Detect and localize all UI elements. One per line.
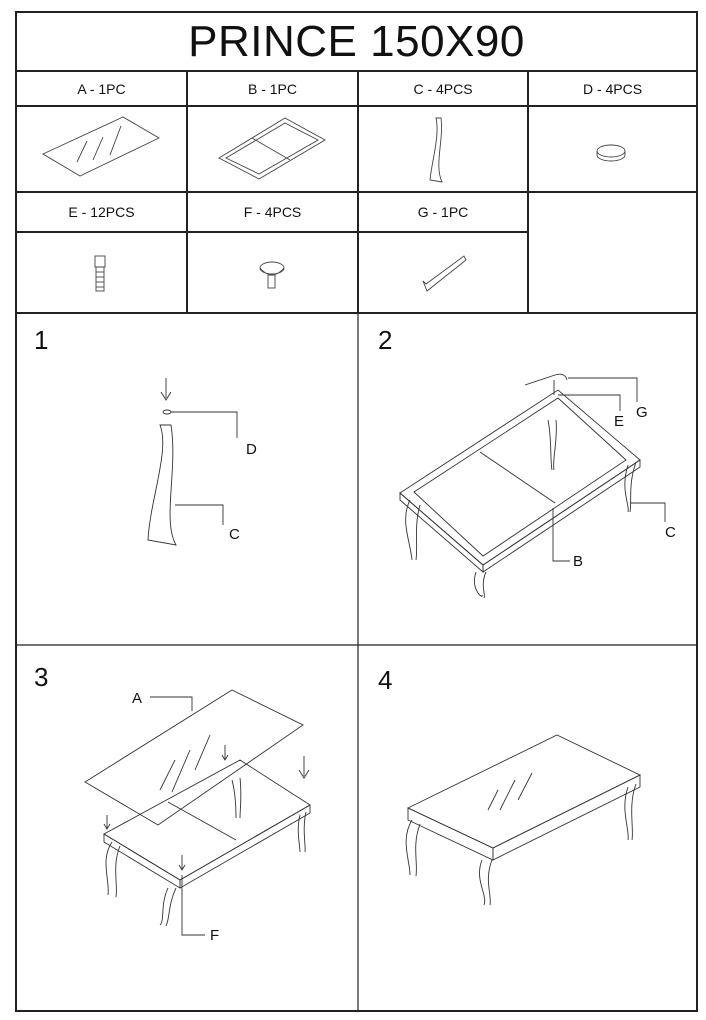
part-label-f: F - 4PCS: [243, 204, 302, 220]
step-number-2: 2: [378, 325, 393, 355]
step-1-illustration: [147, 378, 238, 546]
part-label-d: D - 4PCS: [582, 80, 643, 97]
part-label-e: E - 12PCS: [68, 204, 135, 220]
bolt-illustration: [94, 255, 106, 292]
callout-c2: C: [665, 524, 676, 541]
step-4-illustration: [405, 734, 642, 906]
page-title: PRINCE 150X90: [188, 16, 525, 66]
callout-g: G: [636, 404, 648, 421]
step-2-illustration: [399, 373, 666, 599]
step-number-3: 3: [34, 662, 49, 692]
leg-illustration: [429, 117, 443, 183]
part-label-c: C - 4PCS: [413, 80, 473, 97]
suction-cup-illustration: [259, 261, 285, 289]
frame-illustration: [218, 117, 326, 180]
glass-top-illustration: [42, 116, 160, 177]
pad-illustration: [596, 144, 626, 162]
callout-a: A: [132, 690, 143, 707]
part-label-g: G - 1PC: [417, 204, 469, 220]
step-number-4: 4: [378, 665, 393, 695]
part-label-a: A - 1PC: [77, 80, 126, 97]
callout-c: C: [229, 526, 240, 543]
step-number-1: 1: [34, 325, 49, 355]
callout-d: D: [246, 441, 257, 458]
step-3-illustration: [84, 689, 311, 936]
part-label-b: B - 1PC: [247, 80, 297, 97]
allen-key-illustration: [422, 255, 467, 292]
callout-b: B: [573, 553, 584, 570]
callout-f: F: [210, 927, 220, 944]
callout-e: E: [614, 413, 625, 430]
